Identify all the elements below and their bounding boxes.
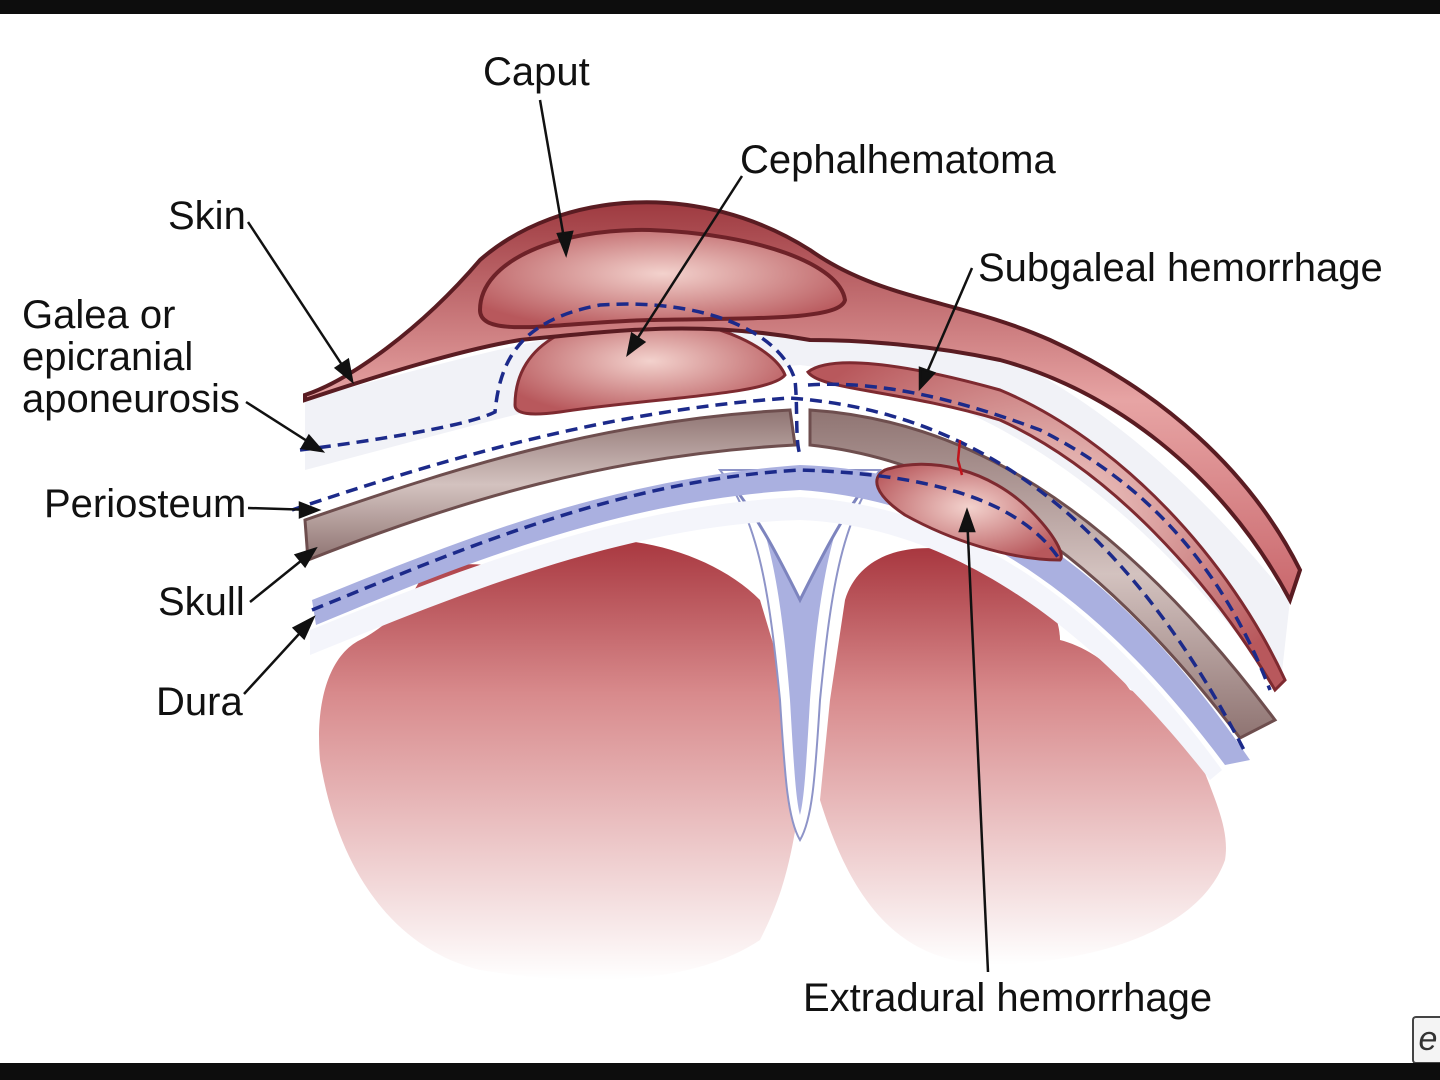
- corner-logo-icon: e: [1412, 1016, 1440, 1064]
- caput-pointer: [538, 99, 568, 251]
- label-extradural-hemorrhage: Extradural hemorrhage: [803, 976, 1213, 1020]
- label-cephalhematoma: Cephalhematoma: [740, 138, 1056, 182]
- periosteum-arrowhead: [298, 501, 322, 519]
- subgaleal-dashed-outline: [807, 382, 1272, 691]
- subgaleal-collection: [805, 361, 1287, 693]
- label-caput: Caput: [483, 50, 590, 94]
- extradural-arrowhead: [958, 507, 976, 533]
- label-galea: Galea or epicranial aponeurosis: [22, 293, 240, 421]
- extradural-pointer: [965, 514, 990, 973]
- skin-pointer: [246, 221, 352, 378]
- dura-white-gap: [310, 497, 1222, 780]
- skull-fracture-line: [956, 439, 964, 476]
- skull-arrowhead: [293, 546, 318, 569]
- falx-dura: [740, 478, 860, 815]
- brain-right-lobe: [820, 548, 1226, 965]
- label-periosteum: Periosteum: [44, 482, 247, 526]
- cephalhematoma-pointer: [628, 175, 744, 351]
- skull-bone: [303, 408, 797, 563]
- dura-dashed-line: [311, 468, 1062, 612]
- caput-arrowhead: [556, 230, 574, 258]
- brain-left-lobe: [319, 539, 800, 980]
- extradural-hematoma: [875, 462, 1063, 562]
- subgaleal-arrowhead: [918, 366, 937, 392]
- periosteum-dashed-line: [291, 396, 1247, 753]
- label-subgaleal-hemorrhage: Subgaleal hemorrhage: [978, 246, 1383, 290]
- label-dura: Dura: [156, 680, 243, 724]
- subgaleal-pointer: [920, 267, 974, 385]
- label-skull: Skull: [158, 580, 245, 624]
- cephalhematoma-arrowhead: [626, 331, 647, 357]
- periosteum-around-cephalhematoma: [299, 302, 802, 456]
- bottom-frame-bar: [0, 1063, 1440, 1080]
- label-skin: Skin: [168, 194, 246, 238]
- skin-arrowhead: [333, 357, 354, 385]
- top-frame-bar: [0, 0, 1440, 14]
- galea-arrowhead: [299, 433, 326, 453]
- pointer-arrows: [243, 99, 990, 973]
- dura-arrowhead: [291, 615, 316, 641]
